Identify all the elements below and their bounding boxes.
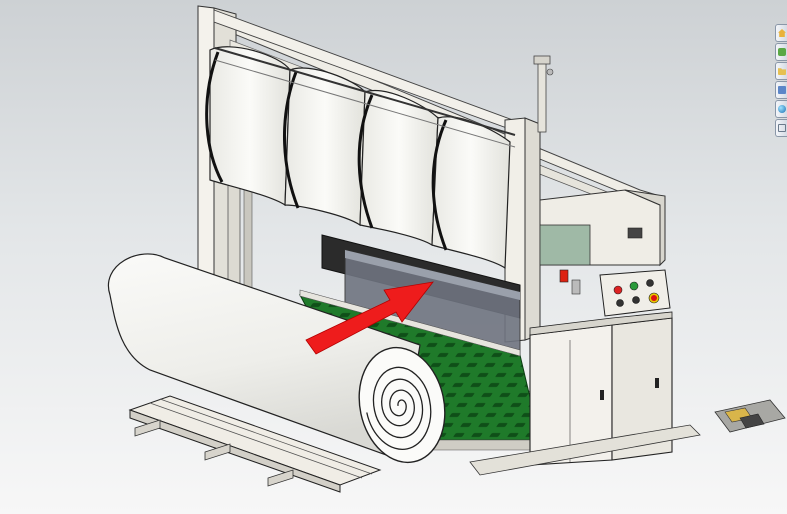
- green-button: [629, 281, 639, 291]
- home-tab[interactable]: [775, 24, 787, 42]
- black-switch: [616, 299, 624, 307]
- black-switch: [632, 296, 640, 304]
- task-pane-tabs: [775, 24, 787, 137]
- roll-spiral: [366, 366, 432, 451]
- appearances-tab[interactable]: [775, 100, 787, 118]
- home-icon: [778, 29, 786, 37]
- control-cabinet: [469, 189, 701, 476]
- custom-properties-icon: [778, 124, 786, 132]
- display-window: [539, 224, 591, 266]
- view-palette-icon: [778, 86, 786, 94]
- pallet: [128, 395, 382, 493]
- red-button: [613, 285, 623, 295]
- view-palette-tab[interactable]: [775, 81, 787, 99]
- file-explorer-tab[interactable]: [775, 62, 787, 80]
- control-panel: [599, 269, 671, 317]
- appearance-icon: [778, 105, 786, 113]
- fabric-roll: [107, 253, 446, 464]
- folder-icon: [778, 68, 786, 75]
- parts-icon: [778, 48, 786, 56]
- custom-properties-tab[interactable]: [775, 119, 787, 137]
- design-library-tab[interactable]: [775, 43, 787, 61]
- foot-pedal: [714, 399, 786, 433]
- upper-curtain-sections: [205, 46, 516, 270]
- inspection-panel: [321, 234, 521, 356]
- red-arrow-indicator: [305, 281, 434, 355]
- black-switch: [646, 279, 654, 287]
